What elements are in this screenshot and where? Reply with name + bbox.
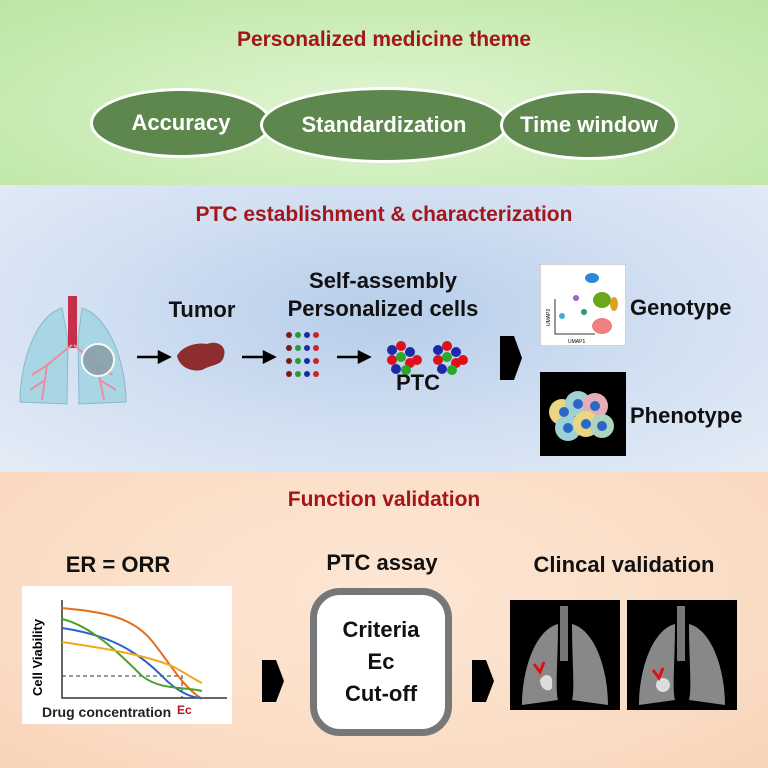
establishment-section (0, 185, 768, 472)
theme-title: Personalized medicine theme (236, 28, 532, 51)
chart-y-label: Cell Viability (30, 618, 45, 696)
lung-illustration (19, 296, 127, 405)
personalized-cells-label: Personalized cells (287, 296, 479, 321)
ptc-label: PTC (396, 370, 440, 395)
assay-ec: Ec (367, 649, 395, 674)
big-arrow-icon (500, 336, 522, 380)
blue-curve (61, 627, 203, 699)
assay-cutoff: Cut-off (344, 681, 418, 706)
big-arrow-icon (472, 660, 494, 702)
ec-marker-label: Ec (177, 703, 192, 717)
genotype-label: Genotype (630, 295, 732, 320)
establishment-title: PTC establishment & characterization (195, 203, 573, 226)
validation-title: Function validation (287, 488, 481, 511)
phenotype-spheroid-image (540, 372, 626, 456)
tumor-tissue-icon (177, 342, 225, 371)
arrow-icon (242, 350, 277, 364)
ct-scan-before-image (510, 600, 620, 710)
big-arrow-icon (262, 660, 284, 702)
umap-plot-image: UMAP1 UMAP2 (540, 264, 626, 346)
ptc-assay-box: Criteria Ec Cut-off (310, 588, 452, 736)
umap-x-label: UMAP1 (568, 339, 585, 345)
theme-time-window: Time window (500, 90, 678, 160)
viability-chart: Ec Cell Viability (22, 586, 232, 724)
ptc-clusters-icon (387, 341, 468, 375)
self-assembly-label: Self-assembly (309, 268, 457, 293)
phenotype-label: Phenotype (630, 403, 743, 428)
er-orr-label: ER = ORR (65, 552, 171, 577)
yellow-curve (61, 641, 203, 684)
arrow-icon (337, 350, 372, 364)
umap-y-label: UMAP2 (546, 309, 552, 326)
green-curve (61, 618, 203, 692)
assay-criteria: Criteria (342, 617, 420, 642)
orange-curve (61, 607, 203, 700)
ct-scan-after-image (627, 600, 737, 710)
cell-dots-icon (286, 332, 319, 377)
theme-accuracy: Accuracy (90, 88, 272, 158)
clinical-validation-title: Clincal validation (533, 552, 715, 577)
ptc-assay-title: PTC assay (326, 550, 438, 575)
theme-standardization: Standardization (260, 87, 508, 163)
chart-x-label: Drug concentration (42, 704, 172, 720)
arrow-icon (137, 350, 172, 364)
tumor-label: Tumor (168, 297, 236, 322)
